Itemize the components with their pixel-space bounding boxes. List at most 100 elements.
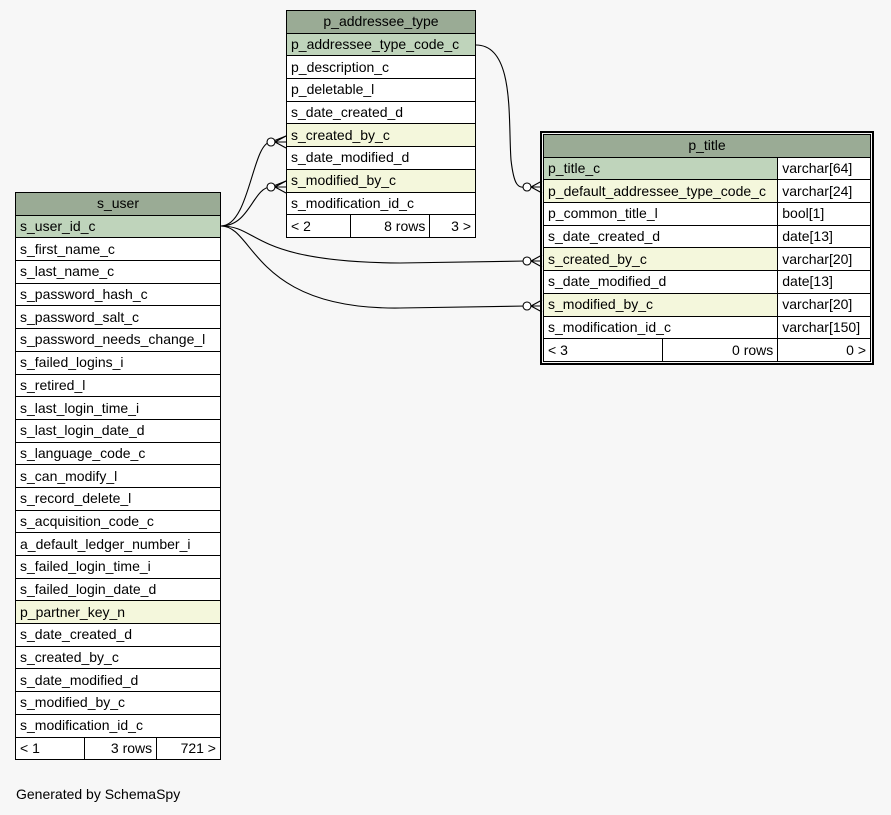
column-name[interactable]: s_can_modify_l [15, 464, 221, 488]
column-name[interactable]: s_acquisition_code_c [15, 509, 221, 534]
column-type: bool[1] [777, 202, 871, 226]
column-name[interactable]: p_partner_key_n [15, 600, 221, 625]
column-name[interactable]: s_date_modified_d [15, 668, 221, 693]
table-title[interactable]: s_user [15, 192, 221, 216]
column-row: s_last_login_time_i [15, 396, 221, 420]
column-row: s_modification_id_c [286, 191, 476, 216]
column-name[interactable]: s_created_by_c [286, 123, 476, 148]
column-name[interactable]: s_password_salt_c [15, 305, 221, 330]
column-name[interactable]: s_date_modified_d [286, 146, 476, 170]
column-name[interactable]: p_addressee_type_code_c [286, 32, 476, 57]
column-type: varchar[150] [777, 315, 871, 340]
column-name[interactable]: s_first_name_c [15, 237, 221, 262]
column-name[interactable]: s_user_id_c [15, 214, 221, 239]
column-name[interactable]: s_failed_login_date_d [15, 577, 221, 602]
children-count[interactable]: 721 > [156, 736, 221, 761]
column-name[interactable]: p_common_title_l [542, 202, 779, 226]
column-name[interactable]: s_last_name_c [15, 260, 221, 284]
crowfoot-addressee-created-by [274, 135, 287, 149]
column-name[interactable]: s_created_by_c [542, 247, 779, 272]
column-name[interactable]: s_modification_id_c [542, 315, 779, 340]
column-row: s_created_by_c [286, 123, 476, 148]
column-row: s_last_name_c [15, 260, 221, 284]
column-name[interactable]: s_modification_id_c [286, 191, 476, 216]
table-footer: < 1 3 rows 721 > [15, 736, 221, 761]
column-row: s_language_code_c [15, 441, 221, 466]
column-name[interactable]: s_date_created_d [286, 100, 476, 125]
column-type: varchar[64] [777, 156, 871, 181]
optional-marker [522, 301, 532, 311]
column-name[interactable]: a_default_ledger_number_i [15, 532, 221, 556]
column-row: p_description_c [286, 55, 476, 80]
edge-user-to-title-modified-by [220, 225, 527, 309]
crowfoot-title-modified-by [530, 299, 543, 313]
column-name[interactable]: p_deletable_l [286, 78, 476, 102]
column-row: s_modified_by_c [286, 168, 476, 193]
column-name[interactable]: s_last_login_time_i [15, 396, 221, 420]
column-name[interactable]: s_language_code_c [15, 441, 221, 466]
column-row: s_password_salt_c [15, 305, 221, 330]
column-name[interactable]: s_modified_by_c [286, 168, 476, 193]
column-name[interactable]: s_date_modified_d [542, 270, 779, 294]
column-name[interactable]: s_modified_by_c [542, 292, 779, 317]
table-title[interactable]: p_title [543, 134, 871, 158]
column-name[interactable]: s_date_created_d [15, 623, 221, 647]
column-row: p_deletable_l [286, 78, 476, 102]
column-row: s_retired_l [15, 373, 221, 398]
column-row: s_date_modified_d [15, 668, 221, 693]
column-row: s_acquisition_code_c [15, 509, 221, 534]
column-row: s_can_modify_l [15, 464, 221, 488]
column-name[interactable]: s_date_created_d [542, 224, 779, 249]
parents-count[interactable]: < 1 [15, 736, 85, 761]
row-count: 8 rows [349, 214, 431, 238]
column-name[interactable]: s_failed_logins_i [15, 350, 221, 375]
column-row: a_default_ledger_number_i [15, 532, 221, 556]
column-name[interactable]: p_description_c [286, 55, 476, 80]
column-type: varchar[20] [777, 247, 871, 272]
column-row: s_failed_login_date_d [15, 577, 221, 602]
column-row: p_addressee_type_code_c [286, 32, 476, 57]
column-name[interactable]: s_modification_id_c [15, 713, 221, 738]
column-name[interactable]: p_default_addressee_type_code_c [542, 179, 779, 204]
column-name[interactable]: s_record_delete_l [15, 486, 221, 511]
column-row: s_first_name_c [15, 237, 221, 262]
edge-user-to-addressee-created-by [220, 135, 287, 227]
column-row: s_last_login_date_d [15, 418, 221, 443]
column-type: varchar[24] [777, 179, 871, 204]
table-footer: < 2 8 rows 3 > [286, 214, 476, 238]
column-name[interactable]: s_created_by_c [15, 645, 221, 670]
column-name[interactable]: s_last_login_date_d [15, 418, 221, 443]
column-name[interactable]: p_title_c [542, 156, 779, 181]
column-name[interactable]: s_password_hash_c [15, 282, 221, 307]
table-title[interactable]: p_addressee_type [286, 10, 476, 34]
parents-count[interactable]: < 2 [286, 214, 351, 238]
column-row: s_modified_by_c [15, 691, 221, 715]
column-row: s_date_modified_d [286, 146, 476, 170]
edge-addressee-to-title-default [475, 44, 527, 188]
children-count[interactable]: 0 > [777, 338, 871, 362]
column-type: date[13] [777, 224, 871, 249]
column-name[interactable]: s_modified_by_c [15, 691, 221, 715]
children-count[interactable]: 3 > [429, 214, 476, 238]
table-footer: < 3 0 rows 0 > [543, 338, 871, 362]
column-name[interactable]: s_retired_l [15, 373, 221, 398]
column-type: date[13] [777, 270, 871, 294]
parents-count[interactable]: < 3 [543, 338, 663, 362]
optional-marker [522, 256, 532, 266]
table-p-addressee-type[interactable]: p_addressee_type p_addressee_type_code_c… [286, 10, 476, 238]
column-row: s_password_hash_c [15, 282, 221, 307]
column-row: s_created_by_c [15, 645, 221, 670]
column-name[interactable]: s_failed_login_time_i [15, 555, 221, 579]
column-name[interactable]: s_password_needs_change_l [15, 328, 221, 352]
generated-by-note: Generated by SchemaSpy [16, 786, 181, 802]
